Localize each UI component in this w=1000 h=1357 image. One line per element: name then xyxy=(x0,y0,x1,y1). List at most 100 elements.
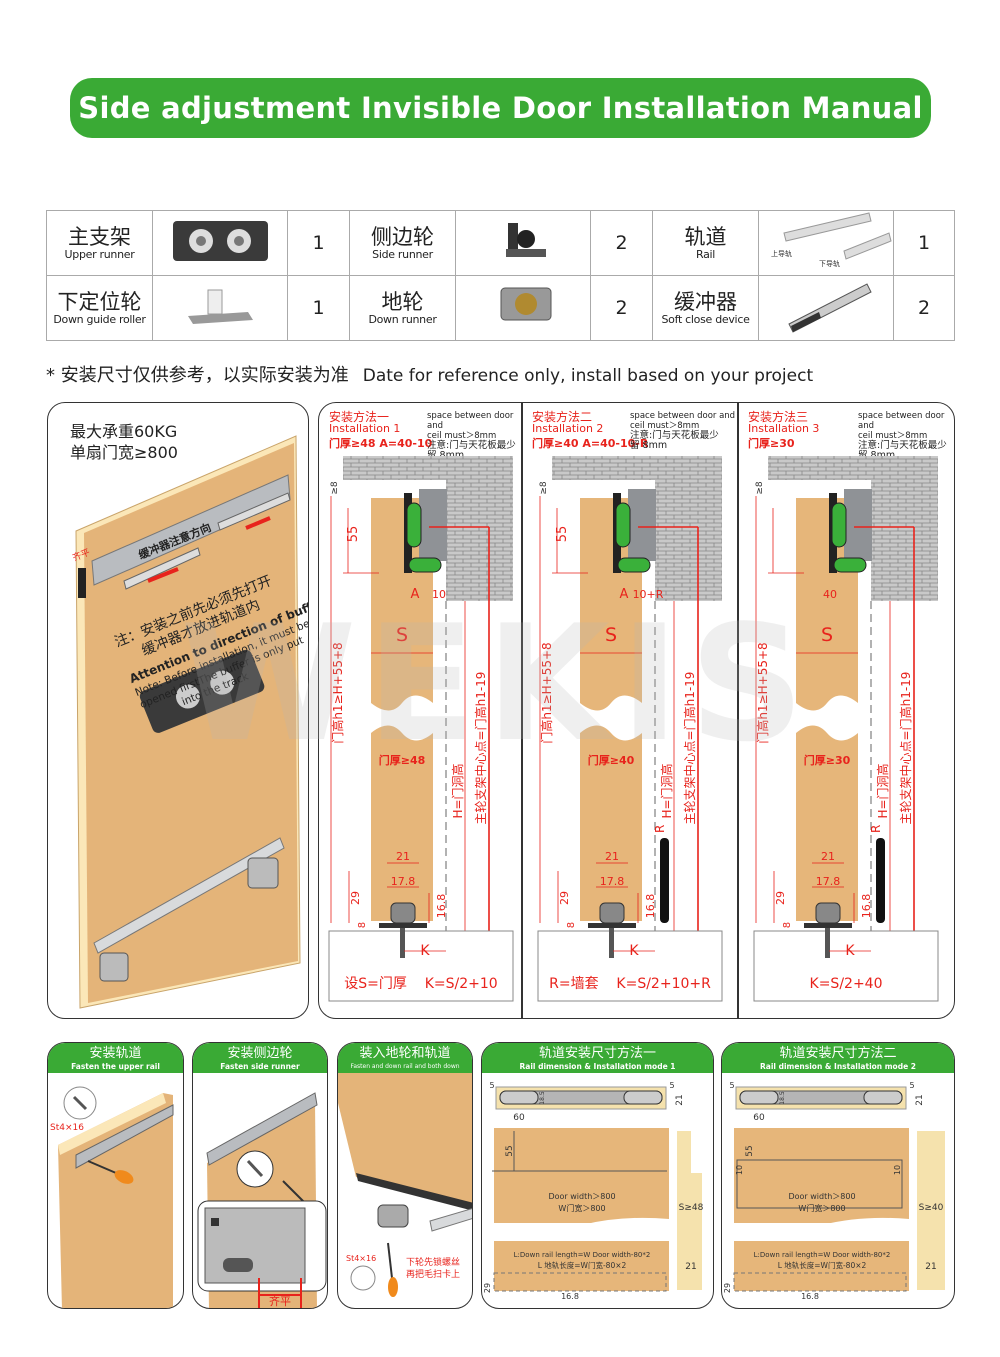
gap-note-en-2: ceil must＞8mm xyxy=(858,431,928,441)
arrow-right-icon xyxy=(147,567,179,583)
method-title-en: Installation 1 xyxy=(329,422,401,435)
wall-trim-icon xyxy=(876,838,885,923)
door-thickness: 门厚≥40 xyxy=(588,753,635,767)
dim-5-right: 5 xyxy=(909,1081,914,1090)
floor xyxy=(537,930,723,1002)
part-quantity: 2 xyxy=(893,275,955,341)
gap-note-cn-2: 留 8mm xyxy=(427,450,465,461)
part-image-cell xyxy=(455,210,591,276)
method-title-en: Installation 2 xyxy=(532,422,604,435)
part-quantity: 1 xyxy=(287,275,350,341)
door-top xyxy=(371,498,433,711)
dim-17-8: 17.8 xyxy=(600,875,625,888)
method-title-cn: 安装方法一 xyxy=(329,410,390,424)
side-runner-icon xyxy=(506,223,546,257)
part-image-cell: 上导轨下导轨 xyxy=(758,210,894,276)
screw-icon xyxy=(350,1265,376,1291)
part-name-cn: 主支架 xyxy=(68,224,131,249)
door-overview-illustration xyxy=(75,435,301,1009)
down-guide-roller-icon xyxy=(588,902,636,958)
part-quantity: 2 xyxy=(590,210,653,276)
gap-note-cn-2: 留 8mm xyxy=(858,450,896,461)
dim-ceiling-gap: ≥8 xyxy=(755,481,765,495)
dim-29: 29 xyxy=(774,891,787,905)
dim-16-8: 16.8 xyxy=(801,1292,819,1301)
dim-8: 8 xyxy=(566,922,577,928)
method-title: 安装方法二 Installation 2 门厚≥40 A=40-10-R xyxy=(532,411,648,450)
opening-height: H=门洞高 xyxy=(659,763,674,818)
method-spec: 门厚≥48 A=40-10 xyxy=(329,437,433,450)
part-name-cn: 下定位轮 xyxy=(57,289,142,314)
door-height-formula: 门高h1≥H+55+8 xyxy=(755,642,770,743)
dim-55: 55 xyxy=(555,526,570,543)
dim-17-8: 17.8 xyxy=(816,875,841,888)
side-runner-illustration: 齐平 xyxy=(197,1092,327,1308)
dim-16-8: 16.8 xyxy=(644,894,657,919)
down-guide-roller-icon xyxy=(379,902,427,958)
door-bottom xyxy=(796,725,858,921)
method-title-en: Installation 3 xyxy=(748,422,820,435)
gap-note-en-2: ceil must＞8mm xyxy=(427,431,497,441)
tip-line-1: 下轮先锁螺丝 xyxy=(406,1256,460,1268)
dim-10-right: 10 xyxy=(893,1165,902,1175)
column-divider xyxy=(737,403,739,1018)
runner-center-formula: 主轮支架中心点=门高h1-19 xyxy=(898,672,913,825)
installation-method-1: 安装方法一 Installation 1 门厚≥48 A=40-10 space… xyxy=(319,403,522,1018)
side-runner-closeup xyxy=(204,1207,306,1284)
dim-ceiling-gap: ≥8 xyxy=(330,481,340,495)
runner-center-formula: 主轮支架中心点=门高h1-19 xyxy=(473,672,488,825)
page-title: Side adjustment Invisible Door Installat… xyxy=(78,91,923,125)
down-guide-roller-icon xyxy=(804,902,852,958)
down-rail-icon xyxy=(93,837,285,954)
rail-mode-title-cn: 轨道安装尺寸方法一 xyxy=(538,1046,656,1061)
dim-5-left: 5 xyxy=(489,1081,494,1090)
part-quantity: 1 xyxy=(287,210,350,276)
dim-k: K xyxy=(845,943,855,959)
floor xyxy=(328,930,514,1002)
dim-5-left: 5 xyxy=(729,1081,734,1090)
upper-runner-icon xyxy=(173,221,268,261)
dim-21: 21 xyxy=(396,850,410,863)
part-image-cell xyxy=(152,210,288,276)
ceiling-wall xyxy=(552,456,722,480)
door-height-formula: 门高h1≥H+55+8 xyxy=(539,642,554,743)
installation-method-3: 安装方法三 Installation 3 门厚≥30 space between… xyxy=(738,403,954,1018)
tip-line-2: 再把毛扫卡上 xyxy=(406,1268,460,1280)
down-runner-icon xyxy=(377,1204,409,1228)
flush-label: 齐平 xyxy=(269,1294,291,1308)
door-top xyxy=(796,498,858,711)
dim-29: 29 xyxy=(349,891,362,905)
dim-a-gap: 40 xyxy=(823,588,837,601)
dim-21-bottom: 21 xyxy=(925,1262,936,1272)
rail-mode-title-en: Rail dimension & Installation mode 2 xyxy=(759,1062,916,1071)
screw-spec: St4×16 xyxy=(50,1123,84,1133)
k-formula: K=S/2+40 xyxy=(810,976,883,992)
gap-note-en-1: space between door and xyxy=(427,411,514,431)
rail-length-cn: L 地轨长度=W门宽-80×2 xyxy=(538,1260,627,1270)
rail-length-en: L:Down rail length=W Door width-80*2 xyxy=(754,1251,891,1259)
installation-methods-panel: 安装方法一 Installation 1 门厚≥48 A=40-10 space… xyxy=(318,402,955,1019)
upper-runner-icon xyxy=(404,489,447,573)
dim-8: 8 xyxy=(782,922,793,928)
title-banner: Side adjustment Invisible Door Installat… xyxy=(70,78,931,138)
part-name-cn: 缓冲器 xyxy=(674,289,737,314)
dim-s: S xyxy=(605,624,617,646)
dim-60: 60 xyxy=(513,1113,525,1123)
dim-16-8: 16.8 xyxy=(435,894,448,919)
dim-s: S xyxy=(821,624,833,646)
dim-8: 8 xyxy=(357,922,368,928)
door-width-en: Door width＞800 xyxy=(548,1192,615,1201)
part-name-en: Upper runner xyxy=(64,247,135,261)
gap-note-cn-1: 注意:门与天花板最少 xyxy=(427,440,516,451)
upper-rail-illustration: St4×16 xyxy=(50,1086,174,1308)
